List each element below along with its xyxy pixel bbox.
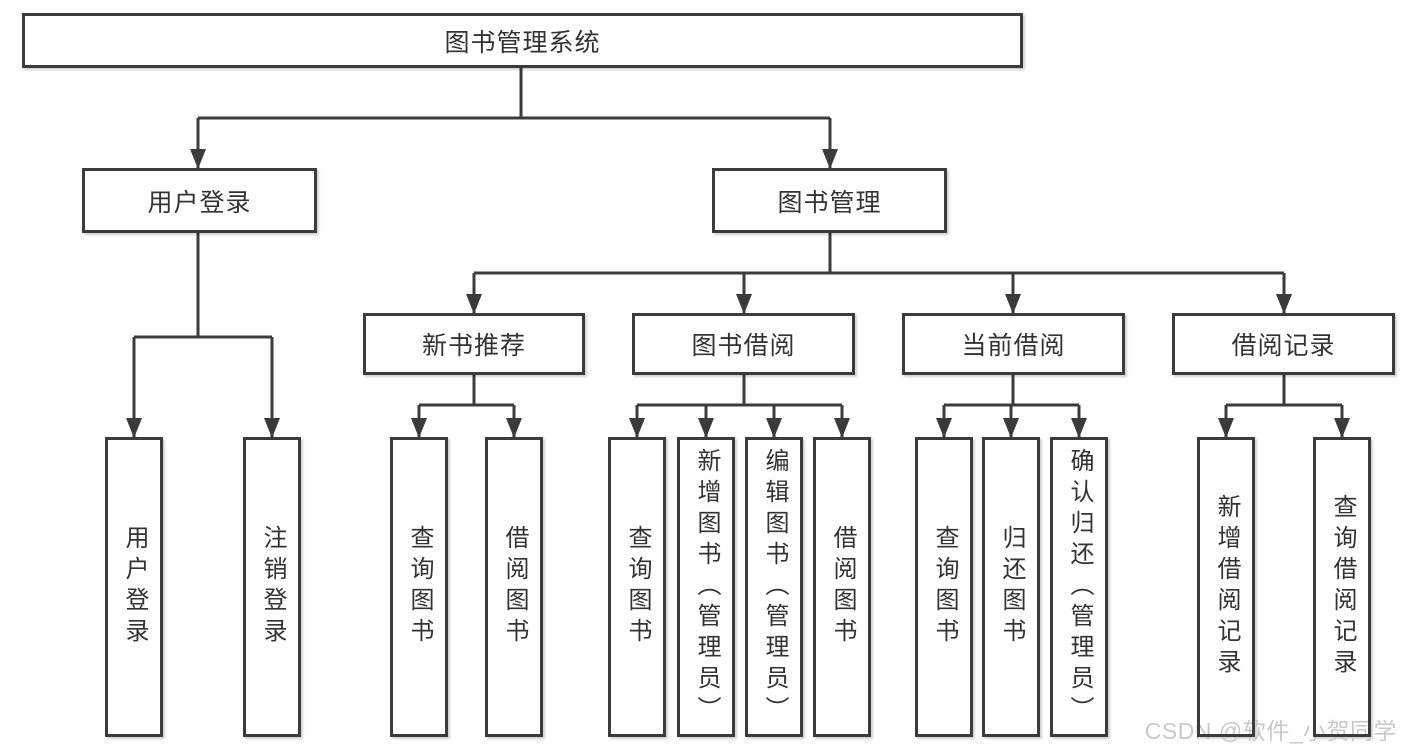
leaf-borrow-query-book-label: 查询图书 bbox=[624, 525, 651, 649]
leaf-confirm-return-admin-label: 确认归还（管理员） bbox=[1066, 447, 1093, 727]
leaf-recommend-borrow-book: 借阅图书 bbox=[485, 437, 543, 737]
leaf-add-borrow-record-label: 新增借阅记录 bbox=[1213, 494, 1240, 680]
node-root-label: 图书管理系统 bbox=[444, 28, 601, 57]
leaf-recommend-query-book: 查询图书 bbox=[390, 437, 448, 737]
leaf-return-book-label: 归还图书 bbox=[998, 525, 1025, 649]
leaf-query-borrow-record: 查询借阅记录 bbox=[1313, 437, 1371, 737]
node-current-borrow-label: 当前借阅 bbox=[961, 332, 1066, 360]
leaf-add-book-admin-label: 新增图书（管理员） bbox=[693, 447, 720, 727]
leaf-edit-book-admin-label: 编辑图书（管理员） bbox=[761, 447, 788, 727]
leaf-current-query-book: 查询图书 bbox=[915, 437, 973, 737]
leaf-recommend-borrow-book-label: 借阅图书 bbox=[501, 525, 528, 649]
leaf-current-query-book-label: 查询图书 bbox=[931, 525, 958, 649]
leaf-borrow-query-book: 查询图书 bbox=[608, 437, 666, 737]
leaf-recommend-query-book-label: 查询图书 bbox=[406, 525, 433, 649]
node-borrow-records-label: 借阅记录 bbox=[1231, 332, 1336, 360]
leaf-user-login-label: 用户登录 bbox=[121, 525, 148, 649]
leaf-confirm-return-admin: 确认归还（管理员） bbox=[1050, 437, 1108, 737]
leaf-return-book: 归还图书 bbox=[982, 437, 1040, 737]
leaf-edit-book-admin: 编辑图书（管理员） bbox=[745, 437, 803, 737]
node-book-management-label: 图书管理 bbox=[777, 188, 882, 217]
node-book-management: 图书管理 bbox=[712, 168, 947, 233]
node-user-login: 用户登录 bbox=[82, 168, 317, 233]
leaf-user-login: 用户登录 bbox=[105, 437, 163, 737]
node-book-borrow-label: 图书借阅 bbox=[691, 332, 796, 360]
node-new-book-recommend: 新书推荐 bbox=[363, 313, 585, 375]
leaf-logout: 注销登录 bbox=[243, 437, 301, 737]
node-book-borrow: 图书借阅 bbox=[632, 313, 855, 375]
csdn-watermark: CSDN @软件_小贺同学 bbox=[1144, 718, 1397, 744]
node-root: 图书管理系统 bbox=[22, 13, 1023, 68]
node-user-login-label: 用户登录 bbox=[147, 188, 252, 217]
node-new-book-recommend-label: 新书推荐 bbox=[421, 332, 526, 360]
leaf-query-borrow-record-label: 查询借阅记录 bbox=[1329, 494, 1356, 680]
leaf-logout-label: 注销登录 bbox=[259, 525, 286, 649]
connector-arrows bbox=[126, 118, 1350, 438]
leaf-add-borrow-record: 新增借阅记录 bbox=[1197, 437, 1255, 737]
leaf-add-book-admin: 新增图书（管理员） bbox=[677, 437, 735, 737]
leaf-borrow-book-label: 借阅图书 bbox=[829, 525, 856, 649]
node-borrow-records: 借阅记录 bbox=[1172, 313, 1395, 375]
connector-bus-lines bbox=[134, 68, 1342, 407]
node-current-borrow: 当前借阅 bbox=[902, 313, 1125, 375]
leaf-borrow-book: 借阅图书 bbox=[813, 437, 871, 737]
